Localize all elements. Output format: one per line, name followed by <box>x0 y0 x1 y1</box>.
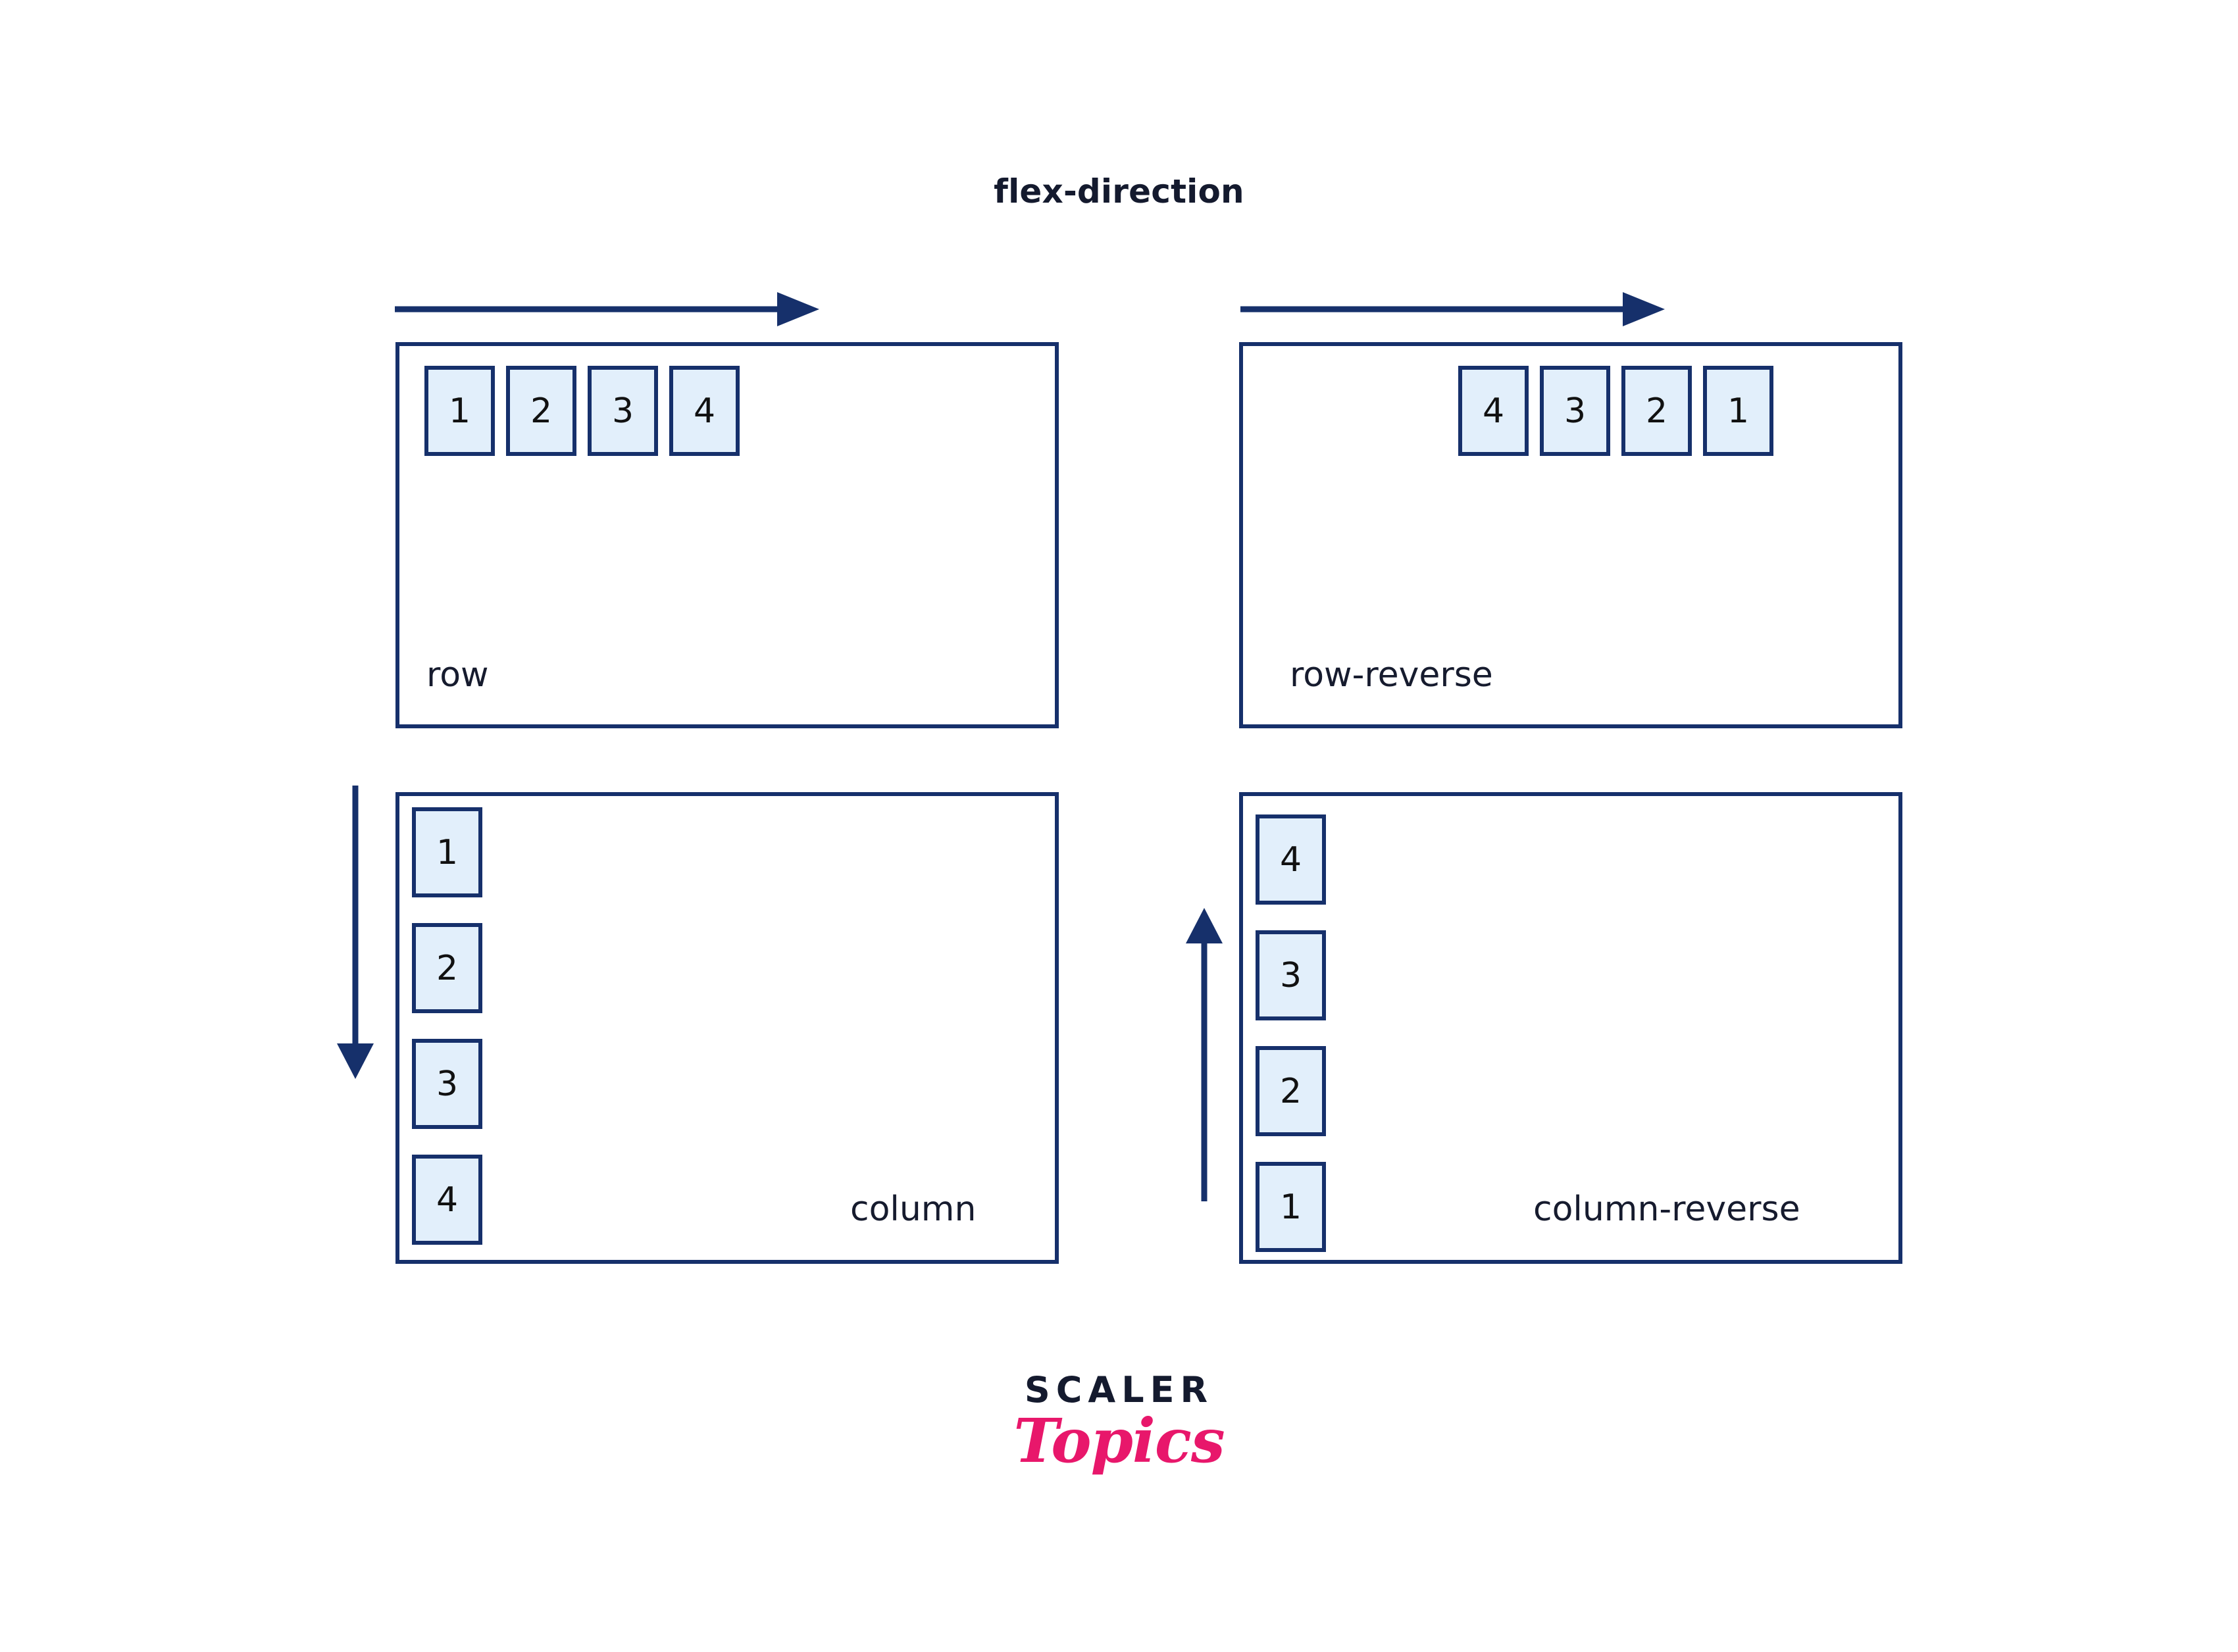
flex-item: 4 <box>1256 814 1326 905</box>
logo-wordmark-scaler: SCALER <box>1024 1369 1214 1411</box>
panel-label-column-reverse: column-reverse <box>1533 1189 1800 1229</box>
flex-item: 1 <box>1703 366 1773 456</box>
flex-item: 4 <box>412 1155 482 1245</box>
flex-item: 2 <box>506 366 576 456</box>
arrow-right-icon-row-reverse <box>1240 292 1665 326</box>
flex-item: 4 <box>669 366 740 456</box>
flex-item: 3 <box>588 366 658 456</box>
flex-container-column <box>395 792 1059 1264</box>
logo-wordmark-topics: Topics <box>1013 1405 1225 1476</box>
panel-label-row: row <box>426 655 489 695</box>
flex-item: 1 <box>424 366 495 456</box>
flex-item: 4 <box>1458 366 1529 456</box>
flex-item: 2 <box>1256 1046 1326 1136</box>
arrow-up-icon-column-reverse <box>1186 908 1223 1201</box>
flex-item: 3 <box>1256 930 1326 1020</box>
flex-item: 2 <box>412 923 482 1013</box>
flex-item: 3 <box>1540 366 1610 456</box>
arrow-down-icon-column <box>337 786 374 1079</box>
flex-item: 3 <box>412 1039 482 1129</box>
scaler-topics-logo: SCALER Topics <box>0 1369 2238 1476</box>
flex-item: 1 <box>1256 1162 1326 1252</box>
arrow-right-icon-row <box>395 292 819 326</box>
flex-item: 2 <box>1621 366 1692 456</box>
panel-label-column: column <box>850 1189 977 1229</box>
flex-item: 1 <box>412 807 482 897</box>
page-title: flex-direction <box>994 172 1244 211</box>
flex-container-column-reverse <box>1239 792 1902 1264</box>
panel-label-row-reverse: row-reverse <box>1290 655 1493 695</box>
